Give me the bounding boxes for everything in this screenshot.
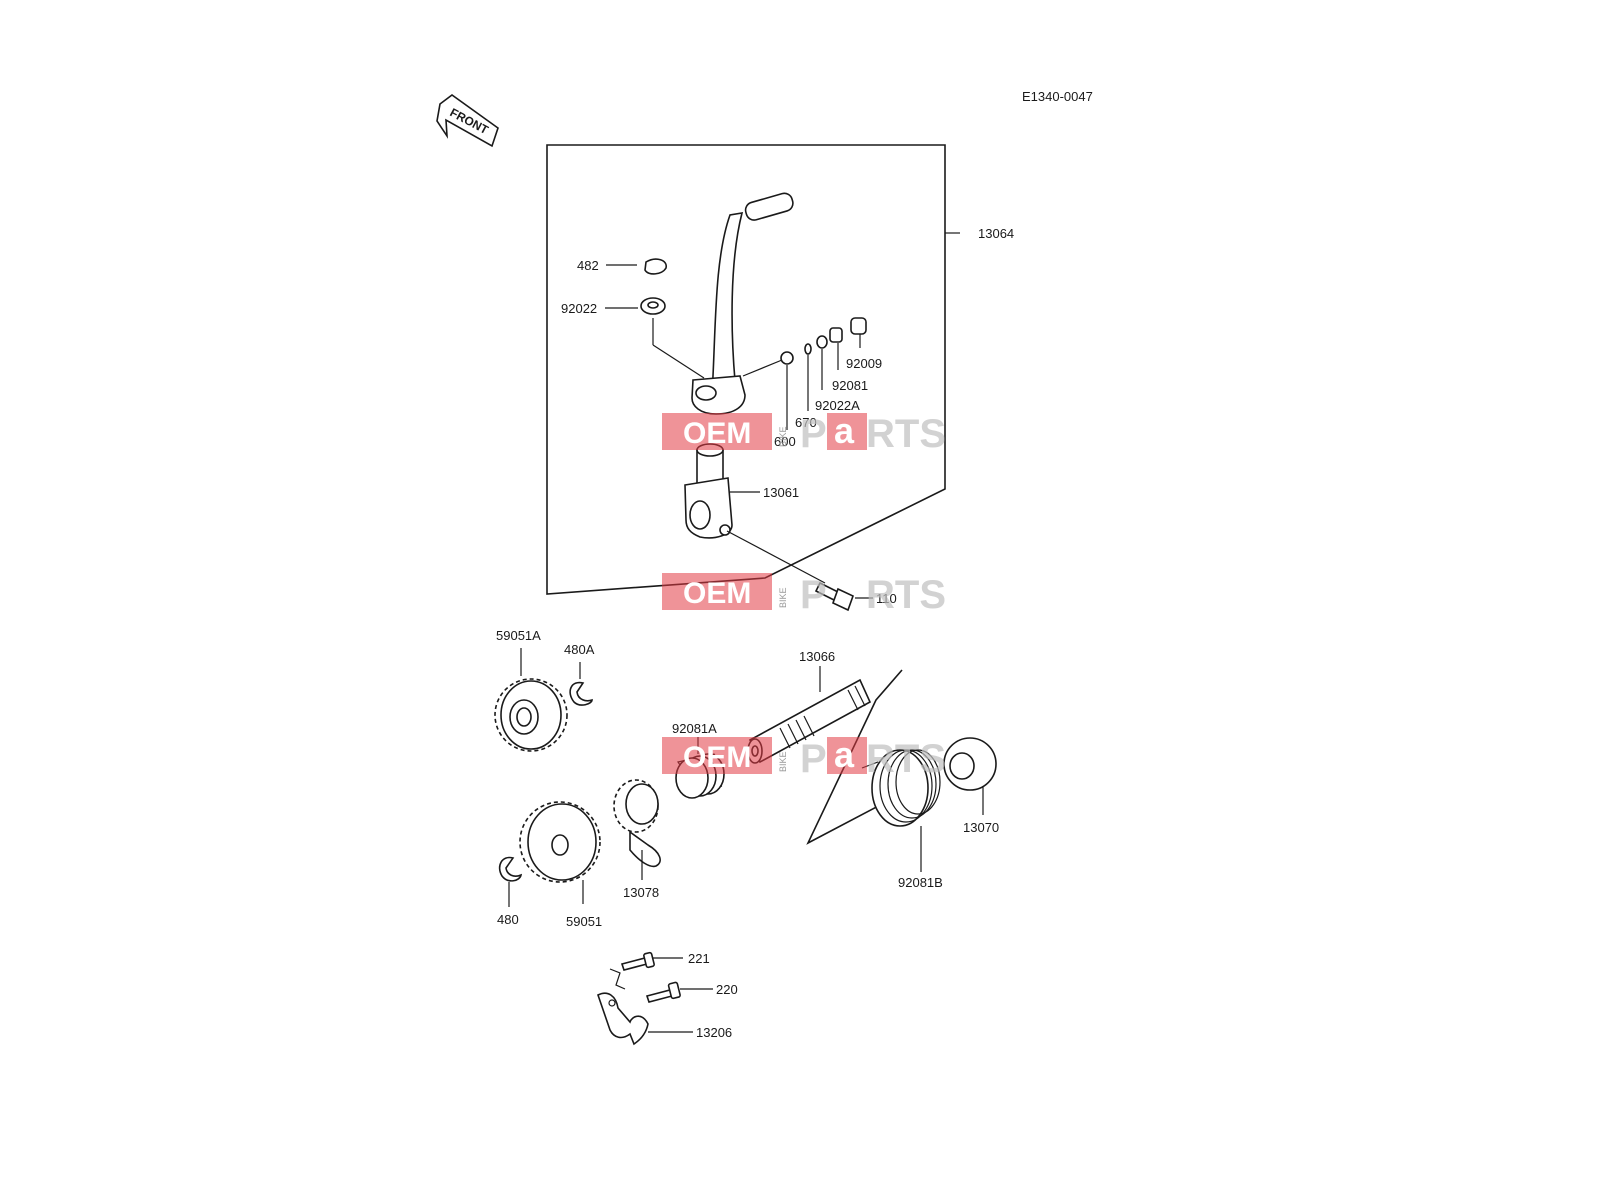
- ring-670: [804, 343, 812, 355]
- callout-600: 600: [774, 434, 796, 449]
- callout-13066: 13066: [799, 649, 835, 664]
- svg-text:P: P: [800, 737, 827, 781]
- cap-13070: [943, 737, 997, 791]
- screw-220: [645, 981, 681, 1003]
- callout-92081B: 92081B: [898, 875, 943, 890]
- callout-92081: 92081: [832, 378, 868, 393]
- callout-482: 482: [577, 258, 599, 273]
- callout-13070: 13070: [963, 820, 999, 835]
- svg-text:RTS: RTS: [866, 412, 946, 456]
- svg-text:BIKE: BIKE: [778, 587, 788, 608]
- callout-480: 480: [497, 912, 519, 927]
- svg-text:OEM: OEM: [683, 577, 751, 610]
- front-arrow-icon: FRONT: [436, 94, 499, 148]
- callout-13064: 13064: [978, 226, 1014, 241]
- screw-221: [620, 951, 655, 971]
- washer-92022A: [816, 335, 828, 349]
- svg-text:RTS: RTS: [866, 737, 946, 781]
- assembly-frame: [546, 144, 946, 595]
- callout-92081A: 92081A: [672, 721, 717, 736]
- svg-text:a: a: [834, 734, 855, 775]
- kick-pedal-arm: [691, 192, 794, 415]
- spring-92081: [829, 327, 843, 343]
- gear-59051A: [494, 678, 568, 752]
- watermark-3: OEM BIKE P a RTS: [662, 734, 946, 781]
- svg-text:P: P: [800, 573, 827, 617]
- callout-670: 670: [795, 415, 817, 430]
- callout-480A: 480A: [564, 642, 595, 657]
- plug-92009: [850, 317, 867, 335]
- svg-text:P: P: [800, 412, 827, 456]
- svg-text:BIKE: BIKE: [778, 751, 788, 772]
- circlip-482: [644, 258, 667, 275]
- callout-92022: 92022: [561, 301, 597, 316]
- diagram-code: E1340-0047: [1022, 89, 1093, 104]
- svg-text:BIKE: BIKE: [778, 426, 788, 447]
- plate-13206: [597, 968, 649, 1046]
- circlip-480: [498, 856, 523, 882]
- svg-text:OEM: OEM: [683, 417, 751, 450]
- callout-221: 221: [688, 951, 710, 966]
- svg-text:RTS: RTS: [866, 573, 946, 617]
- ball-600: [780, 351, 794, 365]
- kick-boss-13061: [684, 443, 733, 539]
- svg-text:OEM: OEM: [683, 741, 751, 774]
- bolt-110: [814, 581, 854, 612]
- callout-13061: 13061: [763, 485, 799, 500]
- gear-59051: [519, 801, 601, 883]
- watermark-1: OEM BIKE P a RTS: [662, 410, 946, 456]
- svg-text:a: a: [834, 410, 855, 451]
- circlip-480A: [569, 681, 593, 706]
- callout-220: 220: [716, 982, 738, 997]
- callout-92009: 92009: [846, 356, 882, 371]
- callout-59051: 59051: [566, 914, 602, 929]
- callout-13206: 13206: [696, 1025, 732, 1040]
- ratchet-13078: [613, 779, 661, 868]
- watermark-2: OEM BIKE P RTS: [662, 573, 946, 617]
- spring-92081B: [861, 749, 941, 827]
- callout-110: 110: [876, 591, 897, 606]
- callout-92022A: 92022A: [815, 398, 860, 413]
- callout-59051A: 59051A: [496, 628, 541, 643]
- callout-13078: 13078: [623, 885, 659, 900]
